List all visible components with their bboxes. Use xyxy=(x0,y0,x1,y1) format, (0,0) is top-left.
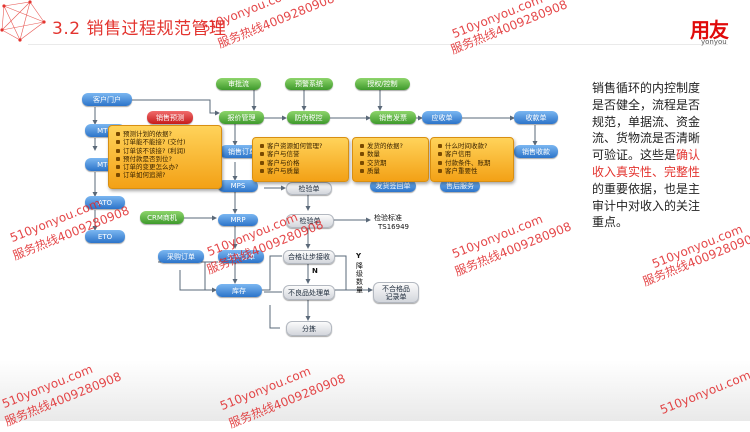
callout-list: 预测计划的依据? 订单能不能接? (交付) 订单该不该接? (利润) 预付款是否… xyxy=(109,126,221,180)
node-concession-accept: 合格让步接收 xyxy=(283,250,335,264)
node-mps: MPS xyxy=(218,180,258,192)
callout-item: 预付款是否到位? xyxy=(116,155,217,163)
label-y: Y xyxy=(356,252,362,260)
node-inventory: 库存 xyxy=(216,284,262,297)
node-inspection-sheet: 检验单 xyxy=(286,214,334,228)
callout-item: 数量 xyxy=(360,150,424,158)
node-nonconforming-record: 不合格品 记录单 xyxy=(373,282,419,303)
node-sales-collection: 销售收款 xyxy=(514,145,558,158)
callout-item: 付款条件、账期 xyxy=(438,159,509,167)
node-approval-flow: 审批流 xyxy=(216,78,261,90)
callout-item: 客户与价格 xyxy=(260,159,344,167)
node-mrp: MRP xyxy=(218,214,258,226)
brand-logo-sub: yonyou xyxy=(701,38,727,46)
node-receipt: 收款单 xyxy=(514,111,558,124)
node-alert-system: 预警系统 xyxy=(285,78,333,90)
inspection-standard-label: 检验标准 xyxy=(374,214,402,222)
callout-item: 客户与信誉 xyxy=(260,150,344,158)
callout-collection-questions: 什么时间收款? 客户信用 付款条件、账期 客户重要性 xyxy=(430,137,514,182)
side-text-part1: 销售循环的内控制度是否健全，流程是否规范，单据流、资金流、货物流是否清晰可验证。… xyxy=(592,81,701,163)
side-text-highlight: 确认收入真实性、完整性 xyxy=(592,148,701,179)
label-n: N xyxy=(312,267,318,275)
callout-item: 什么时间收款? xyxy=(438,142,509,150)
title-divider xyxy=(28,44,728,45)
callout-item: 客户信用 xyxy=(438,150,509,158)
node-eto: ETO xyxy=(85,230,125,243)
callout-list: 客户资源如何管理? 客户与信誉 客户与价格 客户与质量 xyxy=(253,138,348,175)
callout-item: 客户资源如何管理? xyxy=(260,142,344,150)
callout-list: 发货的依据? 数量 交货期 质量 xyxy=(353,138,428,175)
page-title: 3.2 销售过程规范管理 xyxy=(52,19,227,39)
callout-item: 客户与质量 xyxy=(260,167,344,175)
node-authorization: 授权/控制 xyxy=(355,78,410,90)
callout-item: 订单的变更怎么办? xyxy=(116,163,217,171)
node-shipping-receipt: 发货签回单 xyxy=(370,180,416,192)
node-inspection: 检验单 xyxy=(286,182,332,195)
node-customer-portal: 客户门户 xyxy=(82,93,132,106)
node-after-sales: 售后服务 xyxy=(440,180,480,192)
callout-list: 什么时间收款? 客户信用 付款条件、账期 客户重要性 xyxy=(431,138,513,175)
nonconforming-line1: 不合格品 xyxy=(382,284,410,293)
brand-logo: 用友 xyxy=(690,18,729,42)
ts16949-label: TS16949 xyxy=(378,223,409,231)
nonconforming-line2: 记录单 xyxy=(385,292,407,301)
side-description: 销售循环的内控制度是否健全，流程是否规范，单据流、资金流、货物流是否清晰可验证。… xyxy=(592,80,704,231)
node-sales-forecast: 销售预测 xyxy=(147,111,193,124)
node-sales-invoice: 销售发票 xyxy=(370,111,416,124)
callout-item: 客户重要性 xyxy=(438,167,509,175)
callout-item: 发货的依据? xyxy=(360,142,424,150)
node-crm-opportunity: CRM商机 xyxy=(140,211,184,224)
callout-shipping-questions: 发货的依据? 数量 交货期 质量 xyxy=(352,137,429,182)
callout-item: 预测计划的依据? xyxy=(116,130,217,138)
callout-item: 交货期 xyxy=(360,159,424,167)
node-purchase-order: 采购订单 xyxy=(158,250,204,263)
node-quote-management: 报价管理 xyxy=(219,111,264,124)
node-sorting: 分拣 xyxy=(286,321,332,336)
node-anti-counterfeit-tax: 防伪税控 xyxy=(287,111,330,124)
node-production-order: 生产订单 xyxy=(218,250,264,263)
label-degrade-qty: 降级数量 xyxy=(356,262,363,294)
footer-band xyxy=(0,360,750,421)
node-defect-handling: 不良品处理单 xyxy=(283,285,335,300)
callout-item: 订单能不能接? (交付) xyxy=(116,138,217,146)
callout-item: 订单如何追溯? xyxy=(116,171,217,179)
callout-order-questions: 预测计划的依据? 订单能不能接? (交付) 订单该不该接? (利润) 预付款是否… xyxy=(108,125,222,189)
side-text-part2: 的重要依据，也是主审计中对收入的关注重点。 xyxy=(592,181,701,230)
callout-item: 订单该不该接? (利润) xyxy=(116,147,217,155)
node-receivable: 应收单 xyxy=(422,111,462,124)
callout-item: 质量 xyxy=(360,167,424,175)
network-decoration-icon xyxy=(0,0,46,42)
node-ato: ATO xyxy=(85,196,125,209)
callout-customer-questions: 客户资源如何管理? 客户与信誉 客户与价格 客户与质量 xyxy=(252,137,349,182)
